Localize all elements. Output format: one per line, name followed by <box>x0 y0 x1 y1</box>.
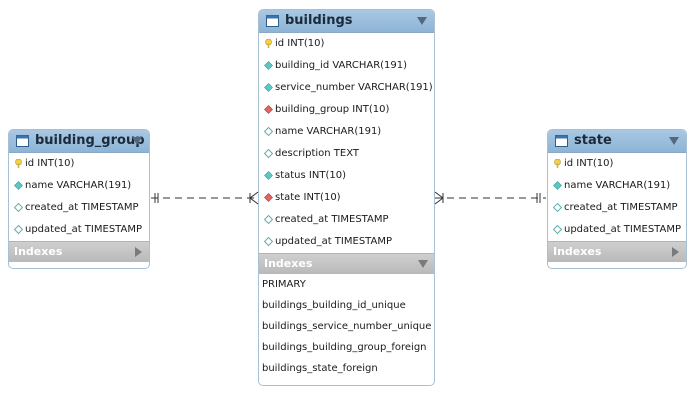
column-diamond-icon <box>264 171 273 180</box>
column-label: id INT(10) <box>25 158 75 169</box>
table-header[interactable]: state <box>548 130 686 153</box>
column-label: description TEXT <box>275 148 359 159</box>
primary-key-icon <box>265 39 272 48</box>
column-row[interactable]: status INT(10) <box>259 165 434 187</box>
relationship-state-buildings[interactable] <box>434 191 546 205</box>
column-row[interactable]: updated_at TIMESTAMP <box>548 219 686 241</box>
primary-key-icon <box>554 159 561 168</box>
relationship-building-group-buildings[interactable] <box>151 191 259 205</box>
column-label: updated_at TIMESTAMP <box>25 224 142 235</box>
table-title: state <box>574 133 612 148</box>
table-icon <box>16 135 29 147</box>
table-icon <box>266 15 279 27</box>
column-diamond-icon <box>264 61 273 70</box>
indexes-label: Indexes <box>14 245 63 258</box>
column-diamond-icon <box>553 181 562 190</box>
column-row[interactable]: updated_at TIMESTAMP <box>259 231 434 253</box>
nullable-diamond-icon <box>264 237 273 246</box>
nullable-diamond-icon <box>553 225 562 234</box>
index-label: PRIMARY <box>262 279 306 290</box>
index-item[interactable]: buildings_building_id_unique <box>259 295 434 316</box>
column-row[interactable]: created_at TIMESTAMP <box>259 209 434 231</box>
index-label: buildings_service_number_unique <box>262 321 432 332</box>
column-row[interactable]: building_id VARCHAR(191) <box>259 55 434 77</box>
index-label: buildings_building_id_unique <box>262 300 406 311</box>
column-row[interactable]: id INT(10) <box>548 153 686 175</box>
nullable-diamond-icon <box>264 215 273 224</box>
indexes-header[interactable]: Indexes <box>548 241 686 262</box>
column-row[interactable]: id INT(10) <box>259 33 434 55</box>
table-header[interactable]: buildings <box>259 10 434 33</box>
table-icon <box>555 135 568 147</box>
column-row[interactable]: created_at TIMESTAMP <box>548 197 686 219</box>
column-label: name VARCHAR(191) <box>25 180 132 191</box>
column-row[interactable]: building_group INT(10) <box>259 99 434 121</box>
indexes-header[interactable]: Indexes <box>9 241 149 262</box>
foreign-key-diamond-icon <box>264 105 273 114</box>
indexes-label: Indexes <box>264 257 313 270</box>
collapse-arrow-icon[interactable] <box>418 260 428 268</box>
column-label: building_group INT(10) <box>275 104 390 115</box>
nullable-diamond-icon <box>14 225 23 234</box>
column-row[interactable]: state INT(10) <box>259 187 434 209</box>
table-title: building_group <box>35 133 145 148</box>
column-label: id INT(10) <box>275 38 325 49</box>
column-row[interactable]: id INT(10) <box>9 153 149 175</box>
table-building-group[interactable]: building_group id INT(10) name VARCHAR(1… <box>8 129 150 269</box>
column-label: status INT(10) <box>275 170 346 181</box>
column-label: updated_at TIMESTAMP <box>564 224 681 235</box>
index-label: buildings_state_foreign <box>262 363 378 374</box>
index-label: buildings_building_group_foreign <box>262 342 427 353</box>
expand-arrow-icon[interactable] <box>135 247 142 257</box>
column-label: id INT(10) <box>564 158 614 169</box>
column-label: created_at TIMESTAMP <box>564 202 678 213</box>
nullable-diamond-icon <box>553 203 562 212</box>
column-row[interactable]: created_at TIMESTAMP <box>9 197 149 219</box>
column-row[interactable]: updated_at TIMESTAMP <box>9 219 149 241</box>
nullable-diamond-icon <box>14 203 23 212</box>
column-row[interactable]: description TEXT <box>259 143 434 165</box>
column-label: building_id VARCHAR(191) <box>275 60 408 71</box>
index-item[interactable]: PRIMARY <box>259 274 434 295</box>
column-label: created_at TIMESTAMP <box>25 202 139 213</box>
column-row[interactable]: name VARCHAR(191) <box>548 175 686 197</box>
nullable-diamond-icon <box>264 149 273 158</box>
table-title: buildings <box>285 13 353 28</box>
expand-arrow-icon[interactable] <box>672 247 679 257</box>
column-row[interactable]: name VARCHAR(191) <box>9 175 149 197</box>
column-diamond-icon <box>14 181 23 190</box>
column-diamond-icon <box>264 83 273 92</box>
collapse-arrow-icon[interactable] <box>669 137 679 145</box>
column-label: service_number VARCHAR(191) <box>275 82 433 93</box>
index-item[interactable]: buildings_building_group_foreign <box>259 337 434 358</box>
table-state[interactable]: state id INT(10) name VARCHAR(191) creat… <box>547 129 687 269</box>
collapse-arrow-icon[interactable] <box>132 137 142 145</box>
indexes-label: Indexes <box>553 245 602 258</box>
column-label: name VARCHAR(191) <box>275 126 382 137</box>
nullable-diamond-icon <box>264 127 273 136</box>
table-buildings[interactable]: buildings id INT(10) building_id VARCHAR… <box>258 9 435 386</box>
column-label: updated_at TIMESTAMP <box>275 236 392 247</box>
column-row[interactable]: name VARCHAR(191) <box>259 121 434 143</box>
column-row[interactable]: service_number VARCHAR(191) <box>259 77 434 99</box>
index-item[interactable]: buildings_service_number_unique <box>259 316 434 337</box>
column-label: state INT(10) <box>275 192 341 203</box>
indexes-header[interactable]: Indexes <box>259 253 434 274</box>
column-label: created_at TIMESTAMP <box>275 214 389 225</box>
index-item[interactable]: buildings_state_foreign <box>259 358 434 379</box>
table-header[interactable]: building_group <box>9 130 149 153</box>
collapse-arrow-icon[interactable] <box>417 17 427 25</box>
foreign-key-diamond-icon <box>264 193 273 202</box>
primary-key-icon <box>15 159 22 168</box>
column-label: name VARCHAR(191) <box>564 180 671 191</box>
